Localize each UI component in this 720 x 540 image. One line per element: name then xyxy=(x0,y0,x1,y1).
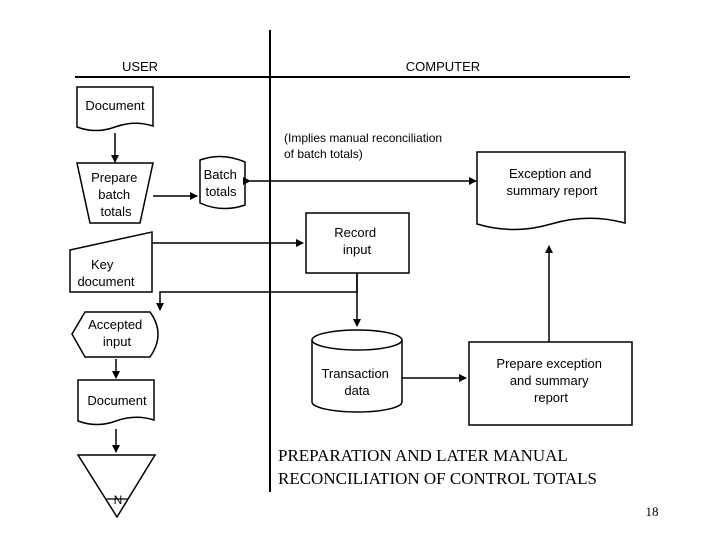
document-top-shape xyxy=(76,86,154,132)
prepare-exception-label: Prepare exception and summary report xyxy=(496,356,605,405)
accepted-input-label: Accepted input xyxy=(88,317,146,349)
prepare-exception-shape xyxy=(468,341,633,426)
key-document-label: Key document xyxy=(77,257,134,289)
prepare-batch-totals-label: Prepare batch totals xyxy=(91,170,141,219)
document-top-label: Document xyxy=(85,98,145,113)
prepare-batch-totals-shape xyxy=(76,162,154,224)
computer-lane-header: COMPUTER xyxy=(406,59,480,74)
slide-title: PREPARATION AND LATER MANUAL RECONCILIAT… xyxy=(278,446,597,488)
key-document-shape xyxy=(69,231,153,293)
document-bottom-shape xyxy=(77,379,155,426)
accepted-input-shape xyxy=(71,311,159,358)
exception-report-shape xyxy=(476,151,626,231)
batch-totals-shape xyxy=(199,155,246,210)
arrow-record-to-accepted xyxy=(156,273,358,311)
exception-report-label: Exception and summary report xyxy=(506,166,597,198)
offline-storage-shape xyxy=(76,454,157,519)
record-input-label: Record input xyxy=(334,225,380,257)
batch-totals-label: Batch totals xyxy=(204,167,241,199)
user-lane-header: USER xyxy=(122,59,158,74)
transaction-data-label: Transaction data xyxy=(321,366,392,398)
record-input-shape xyxy=(305,212,410,274)
reconciliation-note: (Implies manual reconciliation of batch … xyxy=(284,131,445,161)
transaction-data-top xyxy=(311,329,403,351)
offline-storage-label: N xyxy=(114,493,123,507)
transaction-data-shape xyxy=(311,340,403,413)
page-number: 18 xyxy=(646,504,659,519)
document-bottom-label: Document xyxy=(87,393,147,408)
